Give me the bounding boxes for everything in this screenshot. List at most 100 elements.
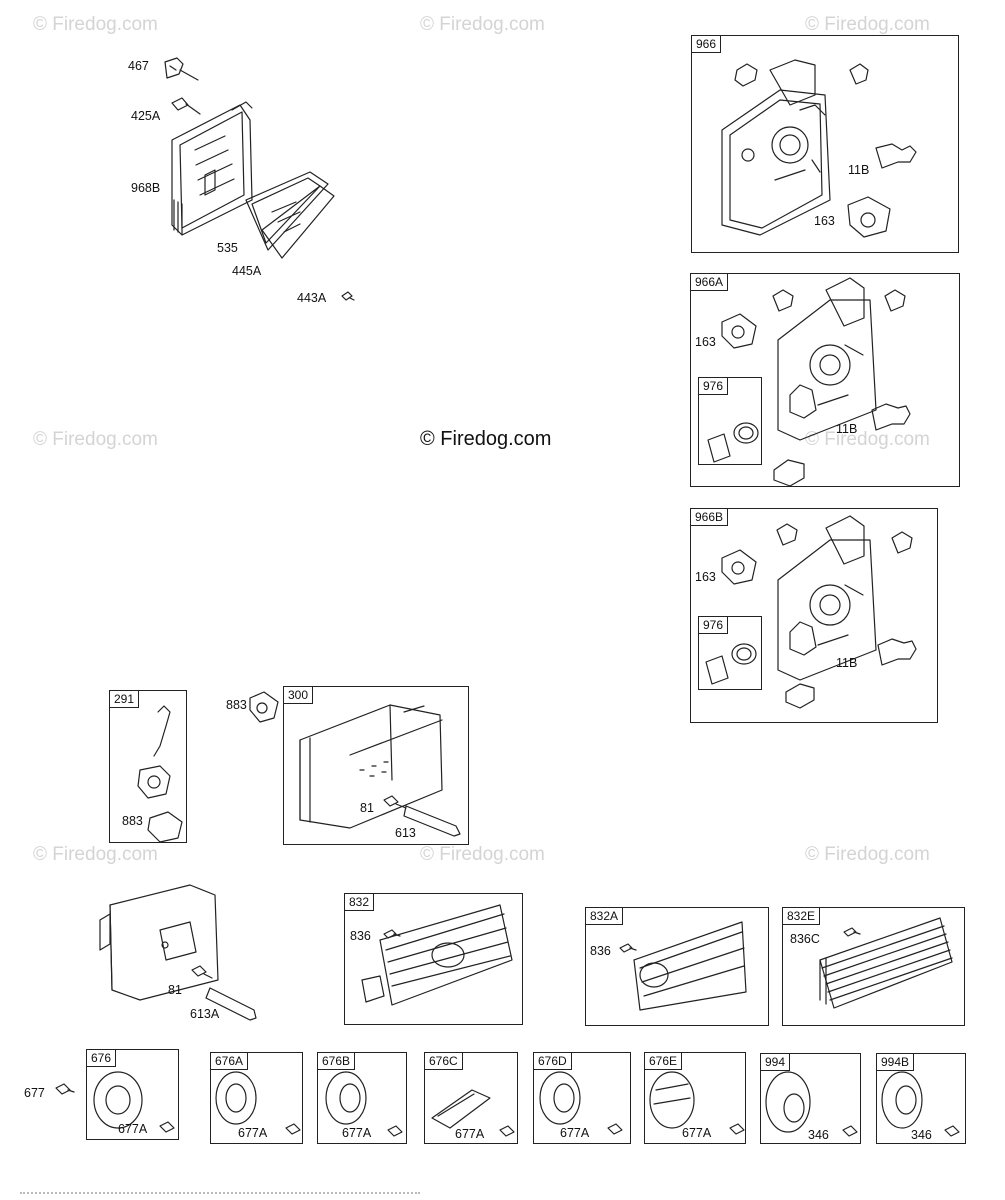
deflector-994 [765,1071,811,1133]
group-tag: 676C [424,1052,463,1070]
part-label: 836 [350,929,371,943]
group-994B: 994B [876,1053,966,1144]
screw-part-677 [55,1083,75,1095]
bolt-part-613 [403,805,461,837]
deflector-994B [881,1071,923,1129]
deflector-676B [325,1071,367,1125]
small-screws-bottom-row [159,1121,960,1137]
screw-part-81-b [191,965,213,979]
group-tag: 291 [109,690,140,708]
group-676C: 676C [424,1052,518,1144]
bowl-part-976-b [705,643,757,685]
group-tag: 976 [698,377,729,395]
group-tag: 966 [691,35,722,53]
group-tag: 966A [690,273,729,291]
elbow-part-11B-966A [871,403,911,431]
part-label: 836C [790,932,820,946]
part-label: 163 [814,214,835,228]
pre-cleaner-part-445A [261,185,335,259]
clip-part-966A [884,289,906,312]
elbow-part-11B-966 [875,143,917,169]
group-tag: 676A [210,1052,249,1070]
carburetor-966 [721,59,831,236]
bottom-dotted-strip [20,1192,420,1197]
group-291: 291 [109,690,187,843]
group-tag: 676D [533,1052,572,1070]
center-watermark: © Firedog.com [420,428,552,450]
carburetor-966A [777,277,877,441]
watermark: © Firedog.com [33,14,158,35]
part-label: 677A [342,1126,372,1140]
deflector-676 [93,1071,143,1129]
watermark: © Firedog.com [33,844,158,865]
part-label: 968B [131,181,161,195]
screw-part-425A [171,97,201,115]
gasket-part-883-300 [249,691,279,723]
part-label: 677A [455,1127,485,1141]
bowl-part-976-a [707,422,759,463]
group-300: 300 [283,686,469,845]
gasket-part-883-291 [147,811,183,843]
watermark: © Firedog.com [420,844,545,865]
group-994: 994 [760,1053,861,1144]
screw-part-443A [341,291,355,301]
watermark: © Firedog.com [805,14,930,35]
part-label: 163 [695,335,716,349]
group-tag: 994B [876,1053,915,1071]
part-label: 467 [128,59,149,73]
group-832: 832 [344,893,523,1025]
deflector-676E [649,1071,695,1129]
heat-shield-832E [819,917,953,1009]
gasket-part-163-966 [847,196,891,238]
screw-part-836-832A [619,943,637,953]
group-tag: 994 [760,1053,791,1071]
heat-shield-832A [633,921,747,1011]
group-676D: 676D [533,1052,631,1144]
watermark: © Firedog.com [33,429,158,450]
group-676E: 676E [644,1052,746,1144]
group-832E: 832E [782,907,965,1026]
group-tag: 976 [698,616,729,634]
group-tag: 676E [644,1052,683,1070]
group-966: 966 [691,35,959,253]
part-label: 677A [238,1126,268,1140]
group-tag: 676B [317,1052,356,1070]
group-tag: 832E [782,907,821,925]
part-label: 613A [190,1007,220,1021]
part-label: 445A [232,264,262,278]
deflector-676A [215,1071,257,1125]
group-976-a: 976 [698,377,762,465]
clip-part-966B [891,531,913,554]
part-label: 677A [682,1126,712,1140]
choke-part-966A [772,289,794,312]
group-832A: 832A [585,907,769,1026]
part-label: 346 [911,1128,932,1142]
part-label: 346 [808,1128,829,1142]
screw-part-81-300 [383,795,407,809]
part-label: 883 [122,814,143,828]
group-676: 676 [86,1049,179,1140]
choke-part-966B [776,523,798,546]
cap-part-966B [785,683,815,709]
watermark: © Firedog.com [420,14,545,35]
part-label: 677 [24,1086,45,1100]
group-676B: 676B [317,1052,407,1144]
part-label: 883 [226,698,247,712]
gasket-part-163-966B [721,549,757,585]
screw-part-836-832 [383,929,401,939]
part-label: 443A [297,291,327,305]
carburetor-966B [777,515,877,681]
cap-part-966A [773,459,805,487]
part-label: 425A [131,109,161,123]
muffler-unlabeled [99,884,219,1001]
part-label: 535 [217,241,238,255]
part-label: 677A [560,1126,590,1140]
group-966A: 966A [690,273,960,487]
elbow-part-11B-966B [877,638,917,666]
part-label: 11B [836,422,858,436]
part-label: 11B [836,656,858,670]
choke-part-966 [734,63,758,87]
group-tag: 832A [585,907,624,925]
group-676A: 676A [210,1052,303,1144]
